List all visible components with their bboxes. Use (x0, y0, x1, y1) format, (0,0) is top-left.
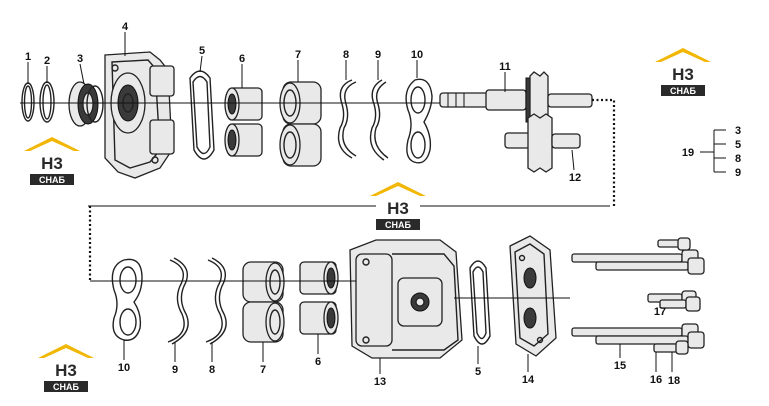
needle-bearings-6-lower (299, 261, 339, 335)
callout-1: 1 (25, 51, 31, 63)
bushing-pair-7 (279, 81, 322, 167)
wear-plate-10-lower (111, 258, 143, 341)
backup-ring-9-lower (167, 257, 189, 345)
snap-ring-2 (39, 81, 55, 123)
callout-14: 14 (522, 374, 535, 386)
callout-13: 13 (374, 376, 386, 388)
logo-word-text: CHAБ (670, 86, 696, 96)
callout-9-lower: 9 (172, 364, 178, 376)
callout-4: 4 (122, 21, 129, 33)
callout-8-lower: 8 (209, 364, 215, 376)
logo-mark-text: H3 (55, 361, 77, 380)
callout-9: 9 (375, 49, 381, 61)
callout-5-lower: 5 (475, 366, 481, 378)
long-bolts-15 (571, 249, 705, 349)
needle-bearings-6 (224, 87, 263, 157)
callout-3: 3 (77, 53, 83, 65)
front-flange-4 (104, 51, 175, 179)
watermark-logo-top-left: H3 CHAБ (24, 137, 80, 185)
watermark-logo-top-right: H3 CHAБ (655, 48, 711, 96)
callout-6-lower: 6 (315, 356, 321, 368)
callout-5: 5 (199, 45, 205, 57)
watermark-logo-center: H3 CHAБ (370, 182, 426, 230)
callout-18: 18 (668, 375, 680, 387)
kit-bracket-19 (700, 129, 726, 173)
logo-word-text: CHAБ (385, 220, 411, 230)
short-bolts-17 (647, 290, 701, 312)
callout-7-lower: 7 (260, 364, 266, 376)
watermark-logo-bottom-left: H3 CHAБ (38, 344, 94, 392)
washers-16 (653, 237, 691, 355)
logo-word-text: CHAБ (53, 382, 79, 392)
seal-ring-8-lower (205, 257, 227, 345)
callout-10: 10 (411, 49, 423, 61)
bushing-pair-7-lower (242, 261, 285, 343)
callout-11: 11 (499, 61, 511, 73)
seal-ring-8 (337, 79, 357, 159)
o-ring-5 (189, 70, 215, 160)
logo-word-text: CHAБ (39, 175, 65, 185)
callout-12: 12 (569, 172, 581, 184)
o-ring-5-lower (469, 260, 491, 345)
callout-16: 16 (650, 374, 662, 386)
shaft-seal-3 (68, 81, 104, 127)
kit-item-2: 5 (735, 139, 741, 151)
callout-17: 17 (654, 306, 666, 318)
callout-7: 7 (295, 49, 301, 61)
logo-mark-text: H3 (387, 199, 409, 218)
callout-2: 2 (44, 55, 50, 67)
logo-mark-text: H3 (41, 154, 63, 173)
kit-item-4: 9 (735, 167, 741, 179)
driven-gear-12 (504, 113, 581, 173)
callout-6: 6 (239, 53, 245, 65)
wear-plate-10 (405, 78, 433, 164)
kit-item-1: 3 (735, 125, 741, 137)
logo-mark-text: H3 (672, 65, 694, 84)
kit-item-3: 8 (735, 153, 741, 165)
gear-housing-13 (349, 239, 463, 359)
snap-ring-1 (21, 82, 35, 122)
callout-15: 15 (614, 360, 626, 372)
drive-gear-shaft-11 (439, 71, 593, 129)
rear-cover-14 (509, 235, 557, 357)
backup-ring-9 (369, 79, 389, 161)
callout-19: 19 (682, 147, 694, 159)
callout-8: 8 (343, 49, 349, 61)
callout-10-lower: 10 (118, 362, 130, 374)
